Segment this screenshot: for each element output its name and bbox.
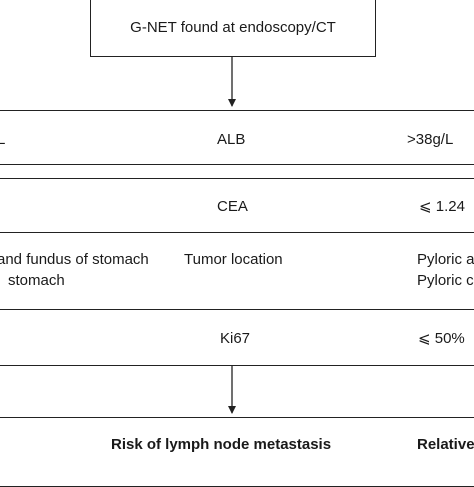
start-node-label: G-NET found at endoscopy/CT xyxy=(130,19,336,36)
outcome-row-box: Risk of lymph node metastasis Relative xyxy=(0,417,474,487)
tumor-right-line-2: Pyloric c xyxy=(417,272,474,289)
tumor-right-line-1: Pyloric a xyxy=(417,251,474,268)
outcome-label: Risk of lymph node metastasis xyxy=(111,436,332,453)
cea-row-box: CEA ⩽ 1.24 xyxy=(0,178,474,233)
alb-row-box: L ALB >38g/L xyxy=(0,110,474,165)
outcome-right-label: Relative xyxy=(417,436,474,453)
tumor-left-line-1: and fundus of stomach xyxy=(0,251,149,268)
ki67-right-label: ⩽ 50% xyxy=(418,330,465,347)
start-node: G-NET found at endoscopy/CT xyxy=(90,0,376,57)
cea-label: CEA xyxy=(217,198,248,215)
cea-right-label: ⩽ 1.24 xyxy=(419,198,465,215)
tumor-location-label: Tumor location xyxy=(184,251,283,268)
alb-left-label: L xyxy=(0,131,6,148)
alb-right-label: >38g/L xyxy=(407,131,454,148)
tumor-left-line-2: stomach xyxy=(8,272,65,289)
connector-layer xyxy=(228,57,236,414)
alb-label: ALB xyxy=(217,131,246,148)
ki67-label: Ki67 xyxy=(220,330,251,347)
ki67-row-box: Ki67 ⩽ 50% xyxy=(0,309,474,366)
